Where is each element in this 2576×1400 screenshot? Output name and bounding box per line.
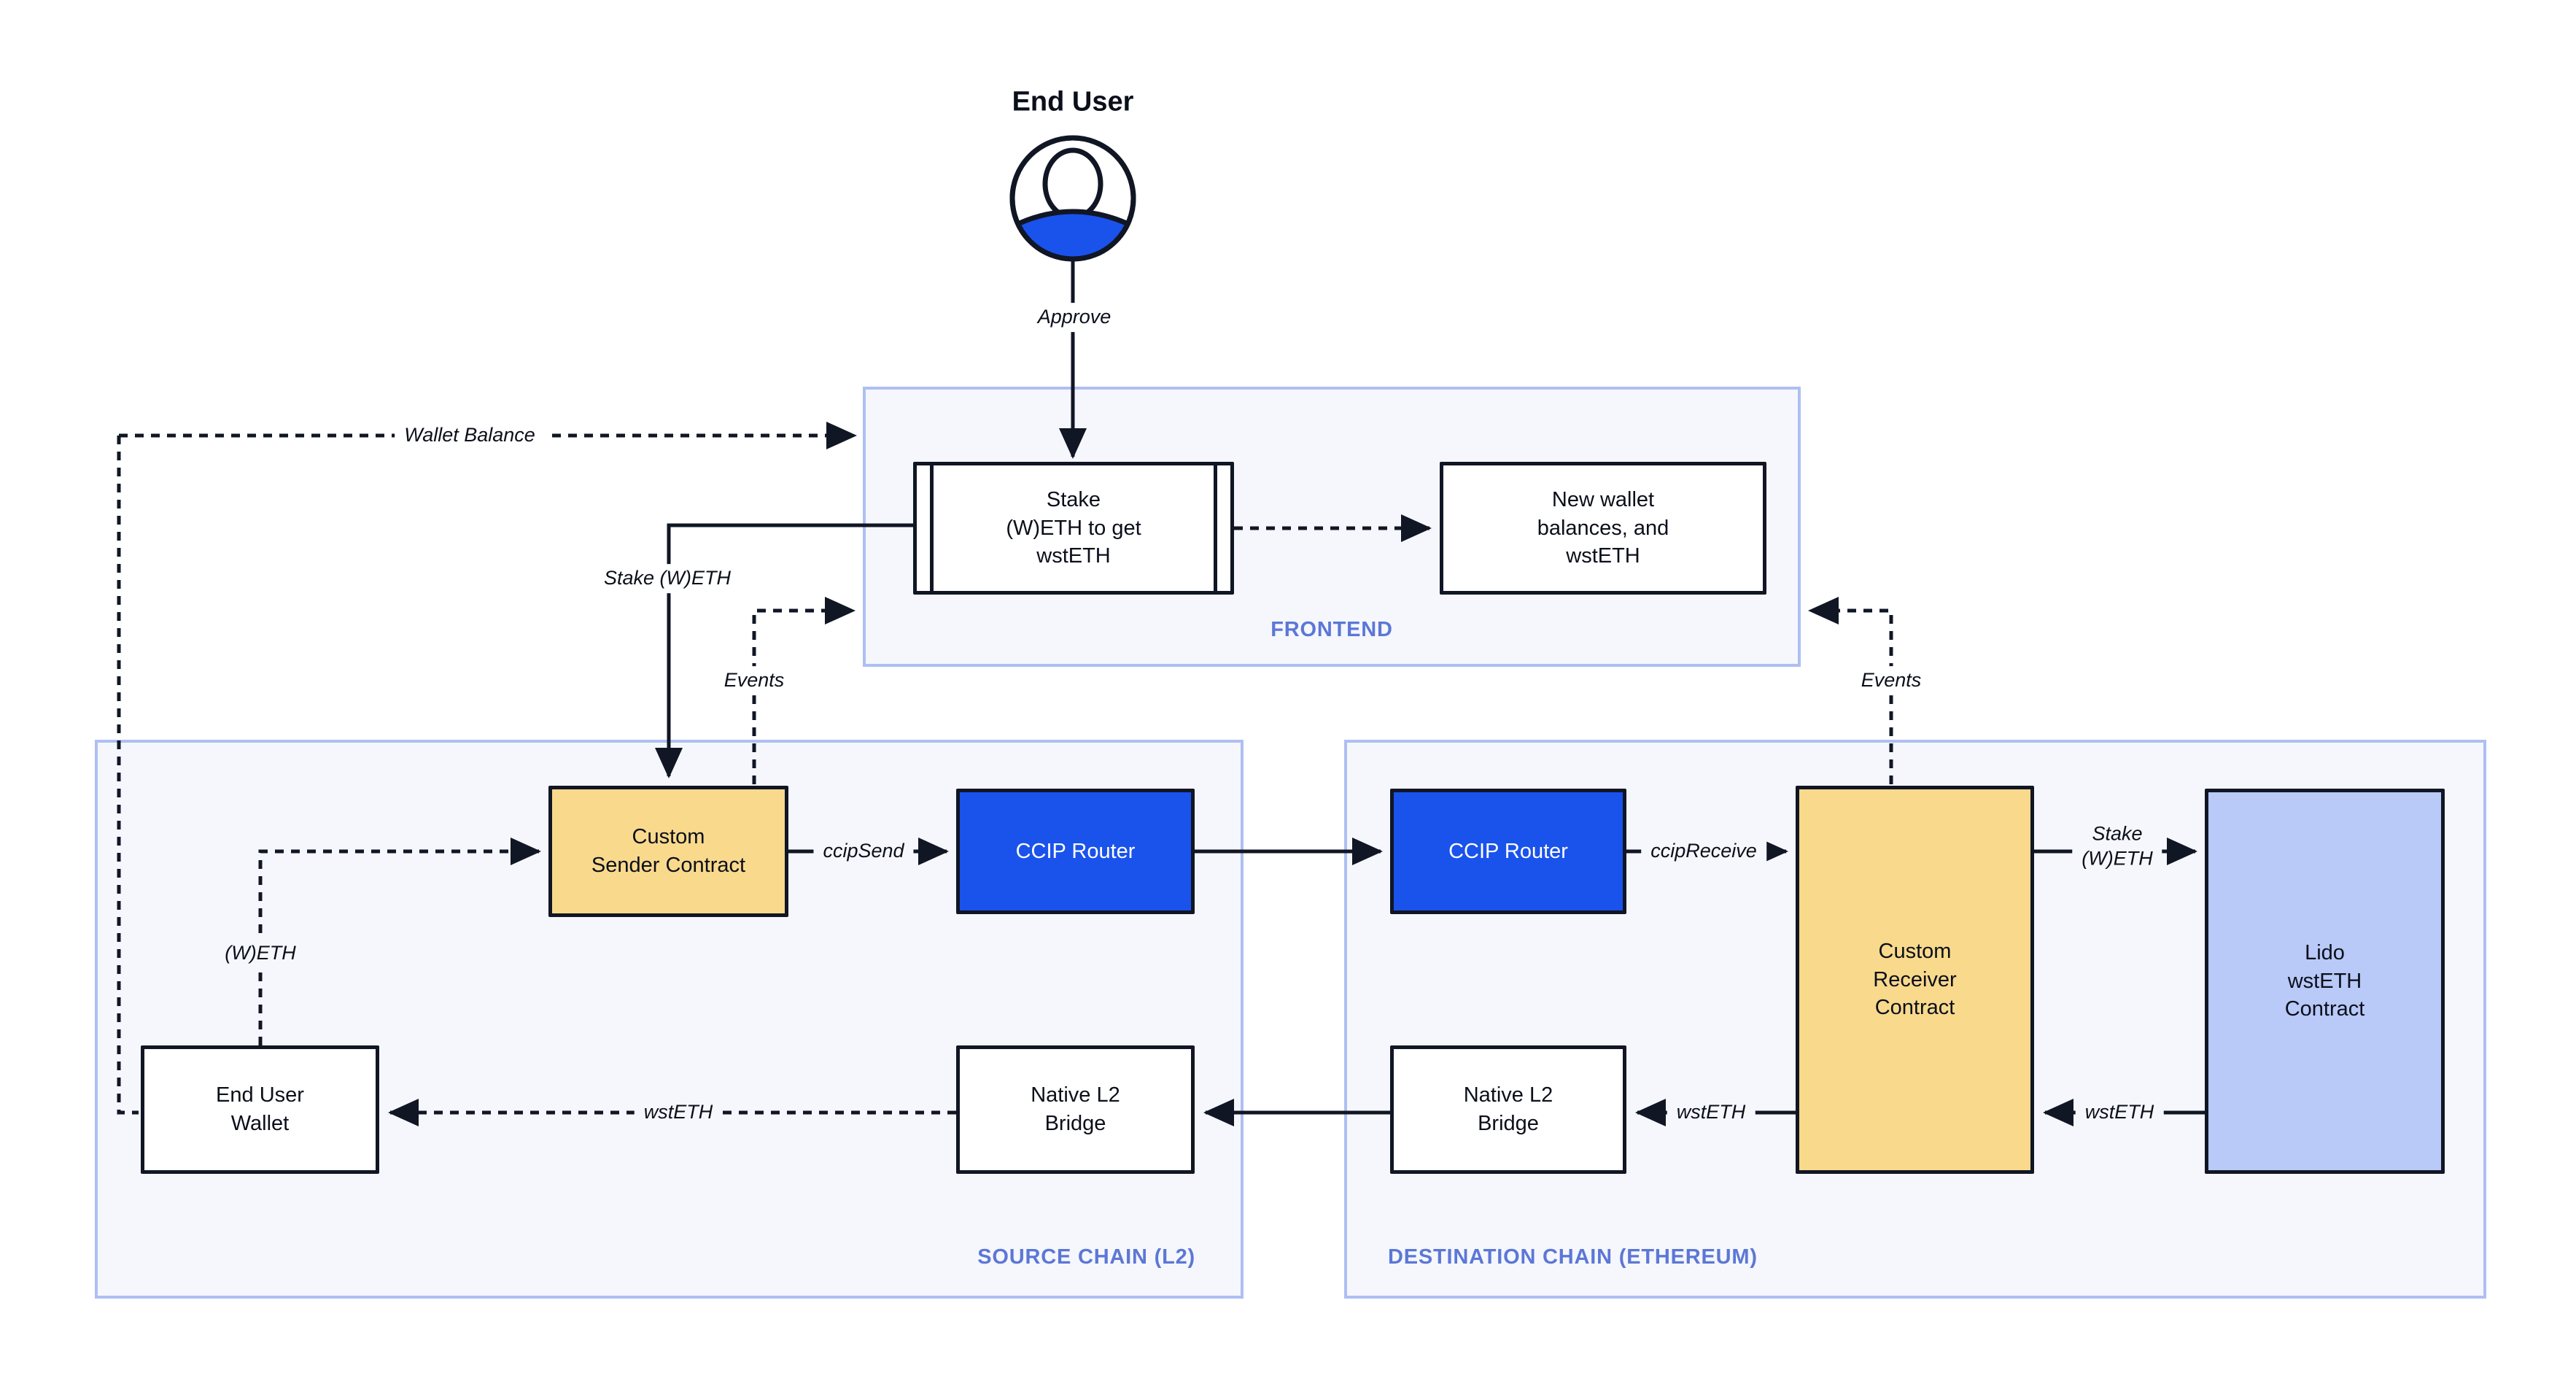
wire-wallet-balance-riser — [117, 436, 139, 1115]
wsteth-to-wallet-label: wstETH — [634, 1098, 723, 1127]
wallet-balance-label: Wallet Balance — [395, 421, 545, 450]
end-user-icon — [1005, 131, 1141, 270]
arrow-events-right — [1808, 597, 1893, 784]
weth-label: (W)ETH — [215, 939, 306, 968]
ccip-router-source-box: CCIP Router — [956, 789, 1195, 914]
events-left-label: Events — [714, 666, 794, 695]
wsteth-lido-to-receiver-label: wstETH — [2075, 1098, 2164, 1127]
ccipreceive-label: ccipReceive — [1641, 837, 1766, 866]
native-l2-bridge-destination-box: Native L2 Bridge — [1390, 1045, 1626, 1174]
stake-weth-left-label: Stake (W)ETH — [594, 564, 741, 593]
custom-receiver-contract-box: Custom Receiver Contract — [1796, 786, 2034, 1174]
end-user-title: End User — [1012, 86, 1134, 117]
stake-weth-right-label: Stake (W)ETH — [2072, 819, 2162, 873]
frontend-zone-label: FRONTEND — [1270, 618, 1393, 641]
new-wallet-box: New wallet balances, and wstETH — [1440, 462, 1766, 595]
destination-chain-zone-label: DESTINATION CHAIN (ETHEREUM) — [1388, 1245, 1758, 1269]
arrow-weth-to-sender — [258, 838, 541, 1045]
end-user-wallet-box: End User Wallet — [141, 1045, 379, 1174]
stake-weth-box: Stake (W)ETH to get wstETH — [913, 462, 1234, 595]
custom-sender-contract-box: Custom Sender Contract — [548, 786, 788, 917]
lido-wsteth-contract-box: Lido wstETH Contract — [2205, 789, 2445, 1174]
source-chain-zone-label: SOURCE CHAIN (L2) — [977, 1245, 1195, 1269]
arrow-stake-weth-to-sender — [655, 523, 913, 778]
events-right-label: Events — [1851, 666, 1931, 695]
approve-label: Approve — [1028, 303, 1121, 332]
native-l2-bridge-source-box: Native L2 Bridge — [956, 1045, 1195, 1174]
ccip-router-destination-box: CCIP Router — [1390, 789, 1626, 914]
ccipsend-label: ccipSend — [813, 837, 914, 866]
wsteth-receiver-to-bridge-label: wstETH — [1667, 1098, 1756, 1127]
arrow-events-left — [752, 597, 856, 784]
